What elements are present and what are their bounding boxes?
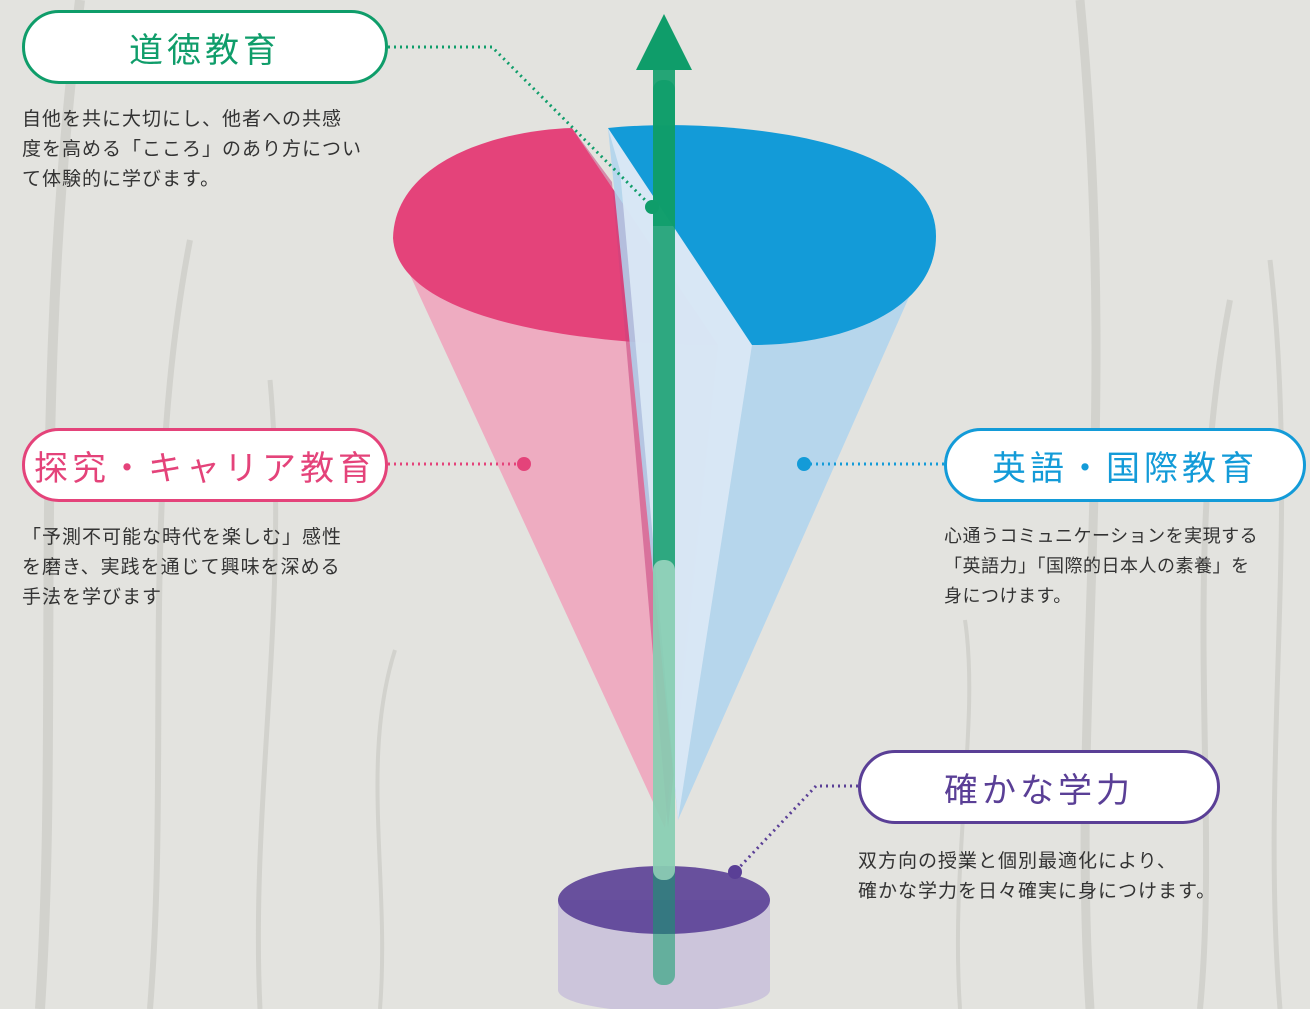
career-education-description: 「予測不可能な時代を楽しむ」感性 を磨き、実践を通じて興味を深める 手法を学びま… [22, 526, 343, 608]
english-cone [608, 125, 936, 820]
connector-english [797, 457, 944, 471]
moral-education-description: 自他を共に大切にし、他者への共感 度を高める「こころ」のあり方につい て体験的に… [22, 108, 363, 190]
career-education-label: 探究・キャリア教育 [22, 428, 388, 502]
english-education-description: 心通うコミュニケーションを実現する 「英語力」「国際的日本人の素養」を 身につけ… [944, 526, 1259, 607]
moral-education-label: 道徳教育 [22, 10, 388, 84]
academic-ability-description: 双方向の授業と個別最適化により、 確かな学力を日々確実に身につけます。 [858, 850, 1217, 902]
growth-arrow [636, 14, 692, 985]
english-education-label: 英語・国際教育 [944, 428, 1306, 502]
academic-ability-label: 確かな学力 [858, 750, 1220, 824]
connector-moral [388, 45, 659, 214]
connector-career [388, 457, 531, 471]
connector-academic [728, 784, 858, 879]
